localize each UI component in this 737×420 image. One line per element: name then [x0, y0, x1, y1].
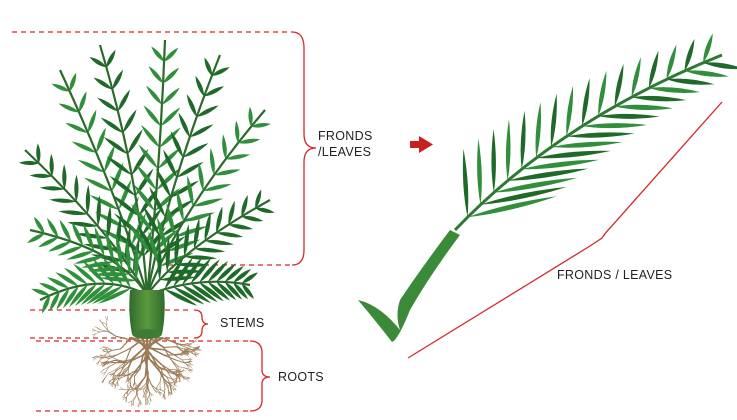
palm-fronds [19, 40, 275, 314]
single-frond [358, 33, 737, 342]
fronds-brace [292, 32, 316, 265]
frond-detail-label: FRONDS / LEAVES [557, 267, 672, 283]
fronds-label-line2: /LEAVES [318, 144, 373, 160]
fronds-label: FRONDS /LEAVES [318, 128, 373, 160]
fronds-label-line1: FRONDS [318, 128, 373, 144]
braces [194, 32, 722, 411]
stems-label: STEMS [220, 315, 265, 331]
palm-stem [129, 290, 164, 339]
right-arrow-icon [410, 136, 433, 153]
roots-brace [250, 341, 270, 411]
stems-brace [194, 310, 208, 338]
roots-label: ROOTS [278, 369, 324, 385]
